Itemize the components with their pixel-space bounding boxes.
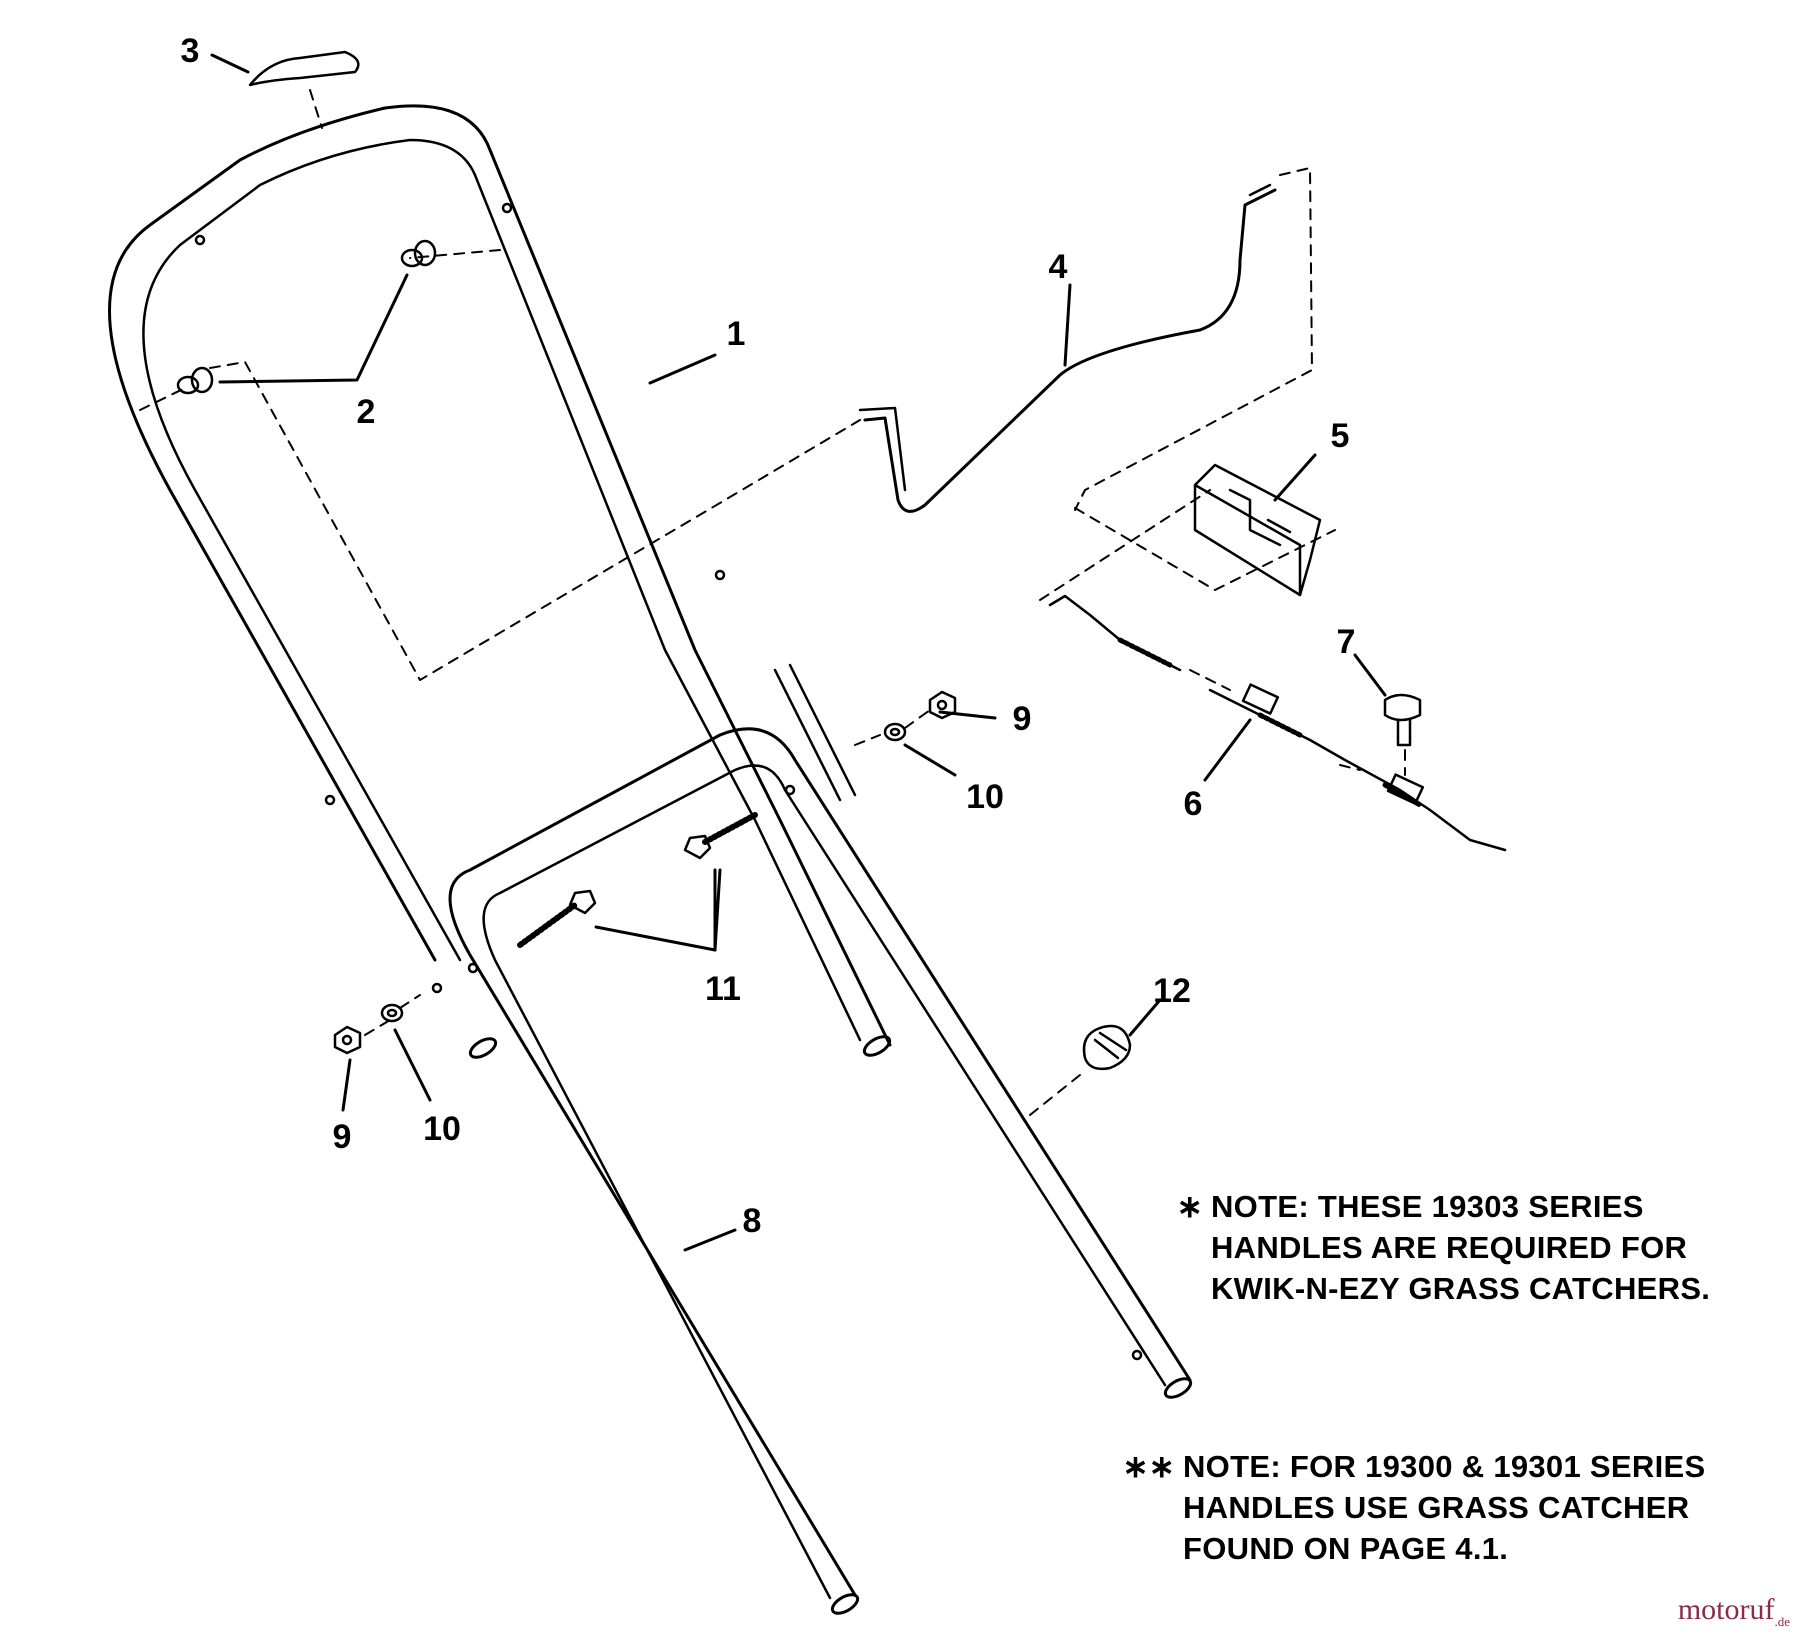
double-asterisk-marker: ∗∗ bbox=[1122, 1449, 1175, 1484]
lower-handle-end-left bbox=[830, 1593, 860, 1615]
hole-icon bbox=[714, 569, 726, 581]
note-line: FOUND ON PAGE 4.1. bbox=[1183, 1531, 1509, 1566]
note-line: HANDLES USE GRASS CATCHER bbox=[1183, 1490, 1690, 1525]
hole-icon bbox=[431, 982, 443, 994]
bracket-part-5 bbox=[1193, 463, 1322, 597]
note-line: NOTE: THESE 19303 SERIES bbox=[1211, 1189, 1644, 1224]
upper-handle-part-1 bbox=[108, 104, 892, 1047]
callout-4: 4 bbox=[1049, 248, 1068, 286]
callout-1: 1 bbox=[727, 315, 746, 353]
callout-5: 5 bbox=[1331, 417, 1350, 455]
note-line: NOTE: FOR 19300 & 19301 SERIES bbox=[1183, 1449, 1706, 1484]
washer-part-10-left bbox=[380, 1003, 404, 1023]
hole-icon bbox=[501, 202, 513, 214]
note-line: KWIK-N-EZY GRASS CATCHERS. bbox=[1211, 1271, 1711, 1306]
nut-part-9-left bbox=[333, 1025, 362, 1055]
bushing-part-2-upper bbox=[400, 239, 437, 268]
bolt-part-11-upper bbox=[683, 812, 758, 860]
callout-10-right: 10 bbox=[966, 778, 1004, 816]
bolt-part-7 bbox=[1383, 693, 1422, 747]
lower-handle-inner-edge bbox=[482, 764, 1167, 1600]
hole-icon bbox=[1131, 1349, 1143, 1361]
callout-3: 3 bbox=[181, 32, 200, 70]
callout-labels: 1 2 3 4 5 6 7 8 9 9 10 10 11 12 bbox=[181, 32, 1356, 1240]
clip-part-12 bbox=[1082, 1024, 1132, 1071]
control-rod-part-4-edge bbox=[858, 183, 1272, 492]
nut-part-9-right bbox=[928, 690, 957, 720]
asterisk-marker: ∗ bbox=[1176, 1189, 1203, 1224]
bolt-part-11-lower bbox=[517, 889, 597, 948]
callout-8: 8 bbox=[743, 1202, 762, 1240]
note-line: HANDLES ARE REQUIRED FOR bbox=[1211, 1230, 1688, 1265]
grip-part-3 bbox=[248, 50, 360, 87]
cable-spring bbox=[1117, 637, 1423, 808]
cable-clamp-lower bbox=[1386, 773, 1425, 805]
control-rod-part-4 bbox=[863, 188, 1277, 513]
lower-handle-end-right bbox=[1163, 1377, 1193, 1399]
upper-handle-inner-edge bbox=[142, 138, 862, 1042]
callout-11: 11 bbox=[705, 970, 741, 1008]
lower-handle-part-8 bbox=[448, 727, 1192, 1597]
hole-icon bbox=[467, 962, 479, 974]
callout-2: 2 bbox=[357, 393, 376, 431]
callout-7: 7 bbox=[1337, 623, 1356, 661]
handle-slot bbox=[773, 663, 857, 802]
callout-10-left: 10 bbox=[423, 1110, 461, 1148]
hole-icon bbox=[324, 794, 336, 806]
callout-6: 6 bbox=[1184, 785, 1203, 823]
callout-9-left: 9 bbox=[333, 1118, 352, 1156]
washer-part-10-right bbox=[883, 722, 907, 742]
bushing-part-2-lower bbox=[176, 366, 214, 395]
callout-9-right: 9 bbox=[1013, 700, 1032, 738]
leader-lines bbox=[210, 53, 1387, 1252]
note-19300-19301-series: ∗∗NOTE: FOR 19300 & 19301 SERIES HANDLES… bbox=[1105, 1446, 1705, 1569]
cable-clamp bbox=[1241, 683, 1280, 715]
callout-12: 12 bbox=[1153, 972, 1191, 1010]
note-19303-series: ∗NOTE: THESE 19303 SERIES HANDLES ARE RE… bbox=[1165, 1186, 1710, 1309]
hole-icon bbox=[784, 784, 796, 796]
upper-handle-end-right bbox=[862, 1035, 892, 1057]
hole-icon bbox=[194, 234, 206, 246]
watermark-logo: motoruf.de bbox=[1677, 1593, 1790, 1629]
assembly-lines bbox=[139, 89, 1406, 1116]
upper-handle-end-left bbox=[468, 1037, 498, 1059]
